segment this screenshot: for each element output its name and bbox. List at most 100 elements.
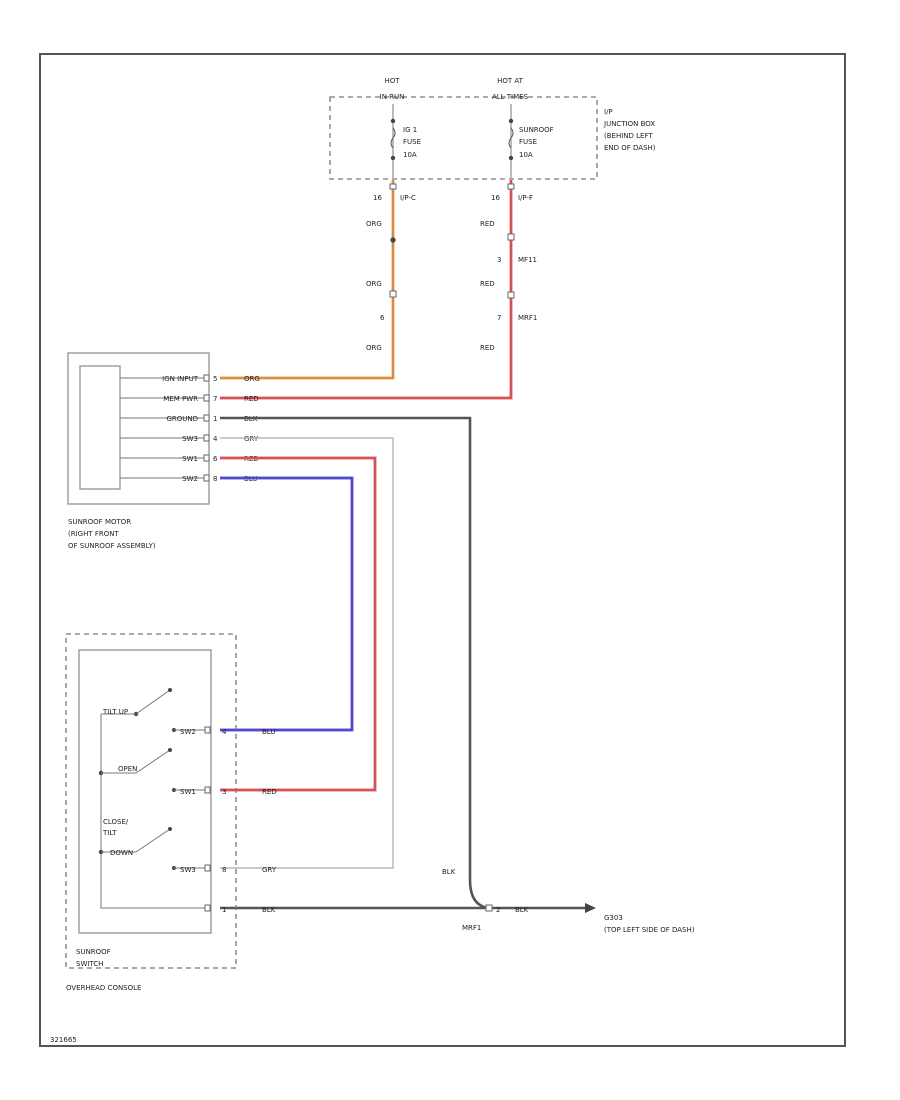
left-fuse-rating: 10A xyxy=(403,151,417,159)
motor-pin-num: 7 xyxy=(213,395,217,403)
ground-label: G303 xyxy=(604,914,623,922)
footer-code: 321665 xyxy=(50,1036,77,1044)
junction-box-label-4: END OF DASH) xyxy=(604,144,656,152)
motor-pin-num: 8 xyxy=(213,475,217,483)
orange-splice-dot xyxy=(390,237,396,243)
red-conn-3: MRF1 xyxy=(518,314,537,322)
motor-caption-1: SUNROOF MOTOR xyxy=(68,518,131,526)
black-ground-wire xyxy=(220,416,585,910)
switch-location: OVERHEAD CONSOLE xyxy=(66,984,141,992)
motor-pin-label: GROUND xyxy=(166,415,198,423)
red-conn-2: MF11 xyxy=(518,256,537,264)
right-fuse-type: FUSE xyxy=(519,138,537,146)
motor-pin-label: IGN INPUT xyxy=(162,375,199,383)
motor-caption-2: (RIGHT FRONT xyxy=(68,530,119,538)
switch-contact-label: DOWN xyxy=(110,849,133,857)
switch-wire-color: BLU xyxy=(262,728,275,736)
left-fuse-name: IG 1 xyxy=(403,126,417,134)
switch-pin-num: 3 xyxy=(222,788,226,796)
motor-pin-num: 6 xyxy=(213,455,218,463)
switch-pin-label: SW3 xyxy=(180,866,196,874)
red-pin: 16 xyxy=(491,194,500,202)
orange-wire-label-3: ORG xyxy=(366,344,382,352)
switch-blade-tip xyxy=(168,688,172,692)
red-pin-2: 3 xyxy=(497,256,501,264)
motor-caption-3: OF SUNROOF ASSEMBLY) xyxy=(68,542,156,550)
switch-contact-label: CLOSE/ xyxy=(103,818,129,826)
switch-contact-label: TILT xyxy=(102,829,117,837)
switch-wire-color: GRY xyxy=(262,866,277,874)
switch-pin-num: 1 xyxy=(222,906,226,914)
blue-sw2-wire-core xyxy=(220,477,353,731)
motor-pin-label: MEM PWR xyxy=(163,395,198,403)
orange-wire-label-2: ORG xyxy=(366,280,382,288)
right-fuse-name: SUNROOF xyxy=(519,126,554,134)
right-fuse-rating: 10A xyxy=(519,151,533,159)
red-sw1-wire-core xyxy=(220,457,376,791)
switch-blade xyxy=(135,828,171,853)
red-power-wire-core xyxy=(220,180,512,399)
orange-pin-2: 6 xyxy=(380,314,385,322)
red-wire-label-3: RED xyxy=(480,344,495,352)
source-left-line2: IN RUN xyxy=(380,93,405,101)
switch-outline xyxy=(65,633,237,969)
blue-sw2-wire xyxy=(220,476,354,732)
gray-sw3-wire xyxy=(220,437,394,869)
ground-wire-above: BLK xyxy=(442,868,456,876)
red-power-wire xyxy=(220,180,513,400)
left-fuse-symbol xyxy=(390,127,396,149)
switch-wire-color: RED xyxy=(262,788,277,796)
motor-body xyxy=(79,365,121,490)
orange-connector: I/P-C xyxy=(400,194,416,202)
ground-arrow xyxy=(585,903,596,913)
motor-pin-lines xyxy=(120,377,204,479)
motor-pin-label: SW2 xyxy=(182,475,198,483)
switch-blade-tip xyxy=(168,827,172,831)
motor-pin-label: SW3 xyxy=(182,435,198,443)
motor-pin-label: SW1 xyxy=(182,455,198,463)
switch-wire-color: BLK xyxy=(262,906,276,914)
red-wire-label-1: RED xyxy=(480,220,495,228)
switch-contact-label: TILT UP xyxy=(102,708,128,716)
right-fuse-bottom-dot xyxy=(508,155,514,161)
junction-box-label-3: (BEHIND LEFT xyxy=(604,132,653,140)
switch-pin-label: SW2 xyxy=(180,728,196,736)
motor-wire-color: ORG xyxy=(244,375,260,383)
right-fuse-symbol xyxy=(508,127,514,149)
right-fuse-top-dot xyxy=(508,118,514,124)
red-connector-mid1 xyxy=(507,233,515,241)
motor-pin-num: 1 xyxy=(213,415,217,423)
orange-connector-mid xyxy=(389,290,397,298)
motor-pin-num: 4 xyxy=(213,435,218,443)
red-connector-top xyxy=(507,183,515,190)
source-right-line2: ALL TIMES xyxy=(492,93,529,101)
ground-splice-conn: MRF1 xyxy=(462,924,481,932)
switch-body xyxy=(78,649,212,934)
motor-wire-color: RED xyxy=(244,395,259,403)
source-left-line1: HOT xyxy=(384,77,400,85)
switch-common-bus xyxy=(100,714,205,909)
source-right-line1: HOT AT xyxy=(497,77,524,85)
left-fuse-type: FUSE xyxy=(403,138,421,146)
junction-box-label-1: I/P xyxy=(604,108,613,116)
switch-contact-label: OPEN xyxy=(118,765,137,773)
ground-splice-terminal xyxy=(485,904,493,912)
switch-caption-1: SUNROOF xyxy=(76,948,111,956)
switch-pin-label: SW1 xyxy=(180,788,196,796)
motor-outline xyxy=(67,352,210,505)
orange-wire-core xyxy=(220,180,394,379)
switch-blade xyxy=(135,689,171,715)
ground-wire-label: BLK xyxy=(515,906,529,914)
switch-pin-num: 4 xyxy=(222,728,227,736)
diagram-frame xyxy=(39,53,846,1047)
switch-blade-tip xyxy=(168,748,172,752)
motor-wire-color: GRY xyxy=(244,435,259,443)
red-connector: I/P-F xyxy=(518,194,533,202)
junction-box-label-2: JUNCTION BOX xyxy=(603,120,655,128)
red-wire-label-2: RED xyxy=(480,280,495,288)
ground-location: (TOP LEFT SIDE OF DASH) xyxy=(604,926,695,934)
orange-pin: 16 xyxy=(373,194,382,202)
switch-pin-num: 8 xyxy=(222,866,226,874)
red-pin-3: 7 xyxy=(497,314,501,322)
